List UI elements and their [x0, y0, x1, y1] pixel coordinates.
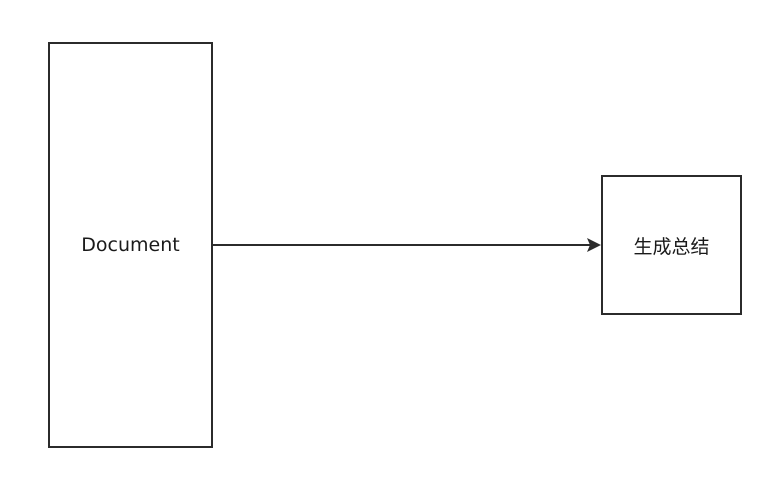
summary-node[interactable]: 生成总结 [601, 175, 742, 315]
document-node[interactable]: Document [48, 42, 213, 448]
document-node-label: Document [81, 234, 180, 256]
summary-node-label: 生成总结 [633, 235, 710, 258]
arrowhead-icon [587, 238, 601, 252]
